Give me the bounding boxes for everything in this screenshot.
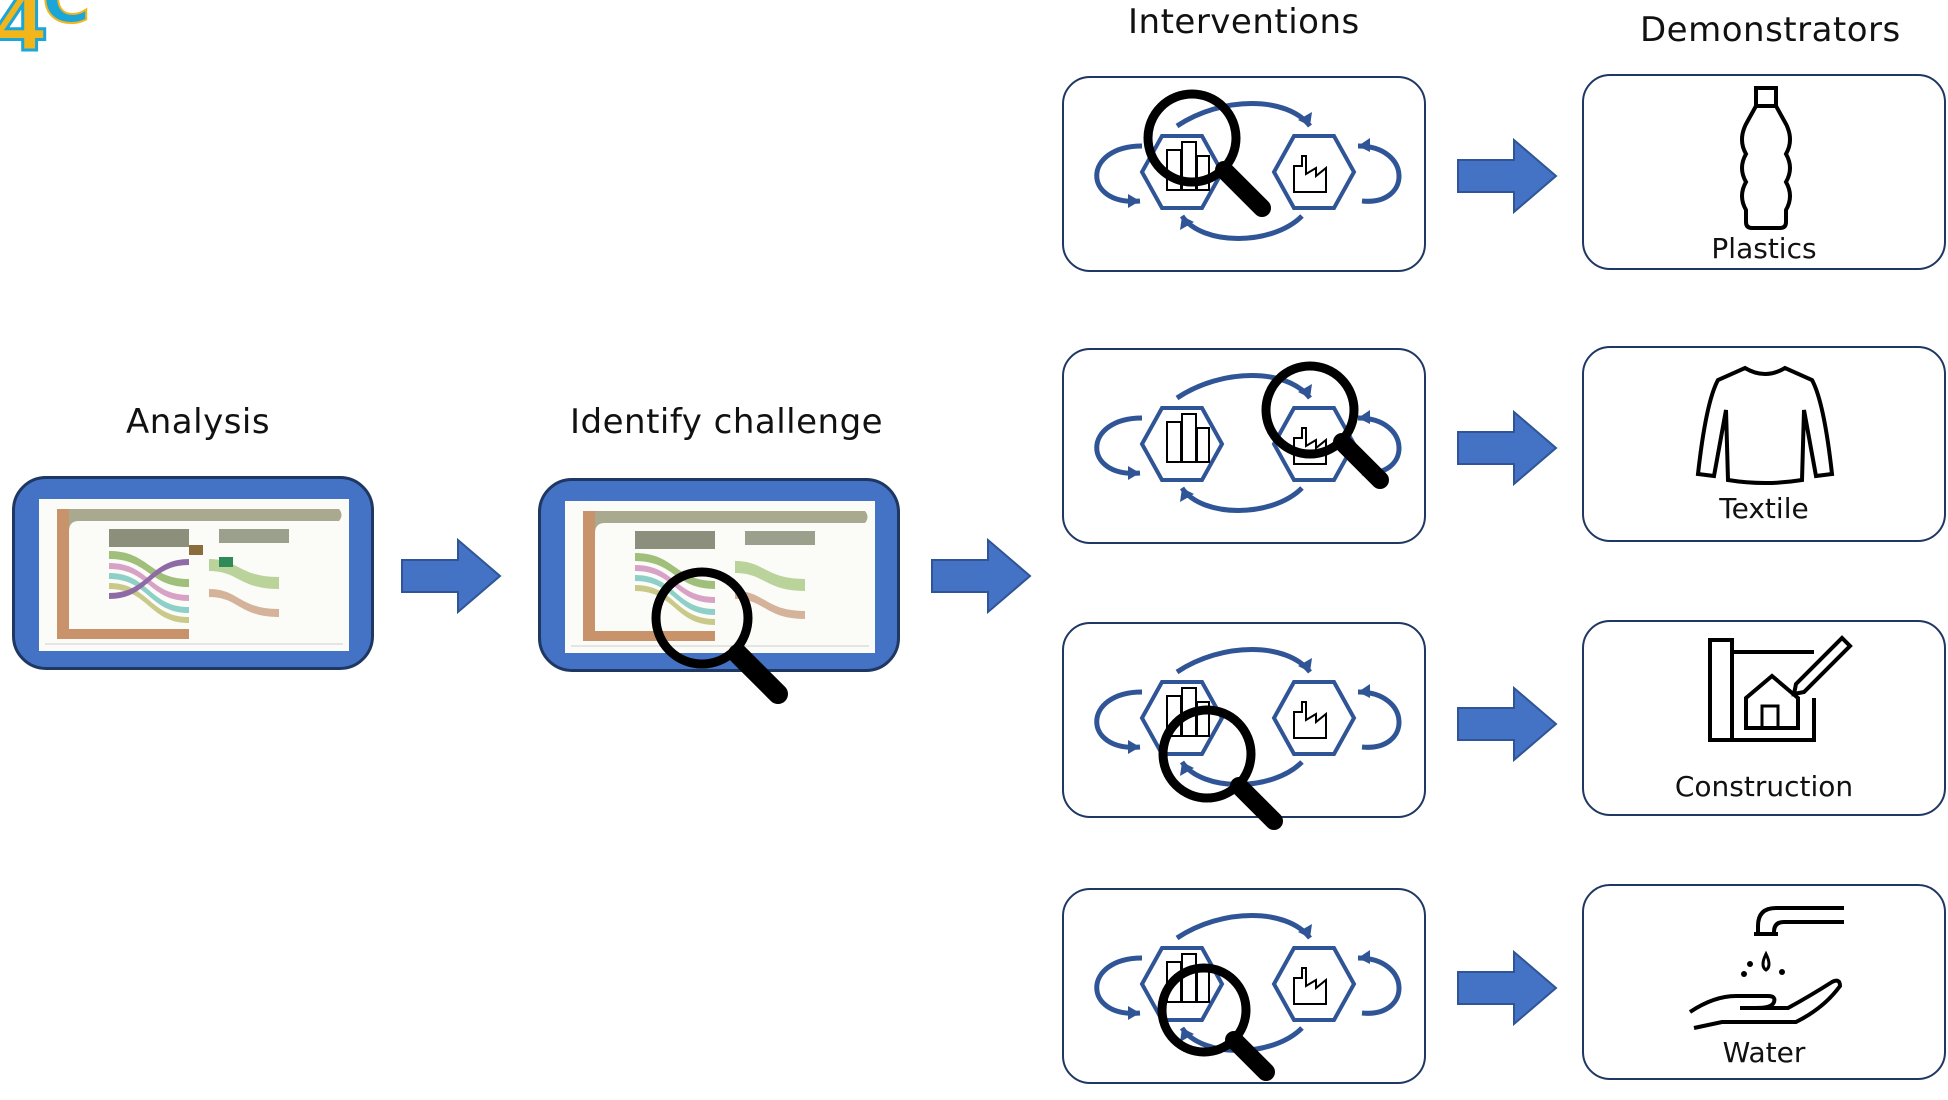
flow-arrow-construction [1457, 685, 1558, 763]
demonstrator-label-construction: Construction [1674, 770, 1854, 803]
demonstrator-label-plastics: Plastics [1711, 232, 1817, 265]
flow-arrow-plastics [1457, 137, 1558, 215]
flow-arrow-2 [931, 537, 1032, 615]
cycle-arrows-icon [1094, 101, 1402, 241]
svg-text:C: C [42, 0, 90, 38]
intervention-graphic-4 [1094, 913, 1402, 1081]
flow-arrow-textile [1457, 409, 1558, 487]
magnifier-icon [651, 567, 788, 704]
logo: 4 C [0, 0, 134, 80]
intervention-graphic-3 [1094, 647, 1402, 830]
demonstrator-card-water: Water [1582, 884, 1946, 1080]
factory-hex-icon [1271, 134, 1357, 210]
heading-interventions: Interventions [1128, 2, 1360, 42]
flow-arrow-water [1457, 949, 1558, 1027]
heading-demonstrators: Demonstrators [1640, 10, 1901, 50]
house-plan-icon [1708, 635, 1853, 742]
magnifier-icon [1157, 963, 1275, 1081]
analysis-card [12, 476, 374, 670]
intervention-graphic-2 [1094, 361, 1402, 513]
heading-analysis: Analysis [126, 402, 271, 442]
magnifier-icon [1261, 361, 1389, 489]
bottle-icon [1740, 86, 1792, 230]
tap-hand-icon [1688, 906, 1844, 1030]
magnifier-icon [1158, 705, 1283, 830]
heading-identify-challenge: Identify challenge [570, 402, 884, 442]
sankey-thumbnail [39, 499, 349, 651]
flow-arrow-1 [401, 537, 502, 615]
demonstrator-label-textile: Textile [1719, 492, 1809, 525]
svg-text:4: 4 [0, 0, 48, 69]
intervention-graphic-1 [1094, 89, 1402, 241]
magnifier-icon [1143, 89, 1271, 217]
demonstrator-label-water: Water [1722, 1036, 1806, 1069]
logo-graphic: 4 C [0, 0, 91, 71]
demonstrator-card-construction: Construction [1582, 620, 1946, 816]
sweater-icon [1695, 365, 1835, 485]
sankey-graphic [39, 499, 349, 651]
demonstrator-card-textile: Textile [1582, 346, 1946, 542]
demonstrator-card-plastics: Plastics [1582, 74, 1946, 270]
